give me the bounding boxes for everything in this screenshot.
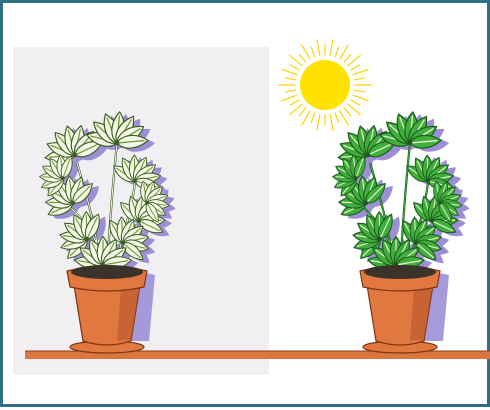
sun-ray: [302, 111, 310, 125]
sun-ray: [317, 115, 320, 131]
plant-foliage: [324, 109, 469, 273]
sun-ray: [311, 47, 314, 56]
sun-ray: [290, 104, 302, 114]
sun-ray: [282, 69, 297, 74]
potted-plant-icon: [324, 109, 476, 353]
sun-ray: [330, 115, 333, 131]
sun-ray: [344, 54, 350, 62]
sun-ray: [353, 95, 368, 100]
sun-ray: [348, 55, 360, 65]
sun-ray: [299, 108, 305, 116]
sun-ray: [290, 55, 302, 65]
plant-light-scene: [3, 3, 490, 410]
sun-icon: [279, 40, 371, 131]
sun-ray: [344, 108, 350, 116]
sun-ray: [286, 78, 296, 80]
sun-ray: [353, 69, 368, 74]
pot-soil: [71, 265, 143, 279]
sun-ray: [335, 47, 338, 56]
sun-ray: [351, 100, 360, 105]
sun-ray: [282, 95, 297, 100]
pot-soil: [364, 265, 436, 279]
sun-ray: [348, 104, 360, 114]
sun-ray: [290, 100, 299, 105]
sun-ray: [351, 65, 360, 70]
sun-ray: [290, 65, 299, 70]
sun-ray: [340, 45, 348, 59]
sun-ray: [335, 113, 338, 122]
sun-ray: [355, 90, 365, 92]
sun-ray: [311, 113, 314, 122]
sun-ray: [330, 40, 333, 56]
sun-ray: [286, 90, 296, 92]
sun-ray: [355, 78, 365, 80]
sun-ray: [302, 45, 310, 59]
sun-ray: [299, 54, 305, 62]
sun-ray: [340, 111, 348, 125]
sun-ray: [317, 40, 320, 56]
